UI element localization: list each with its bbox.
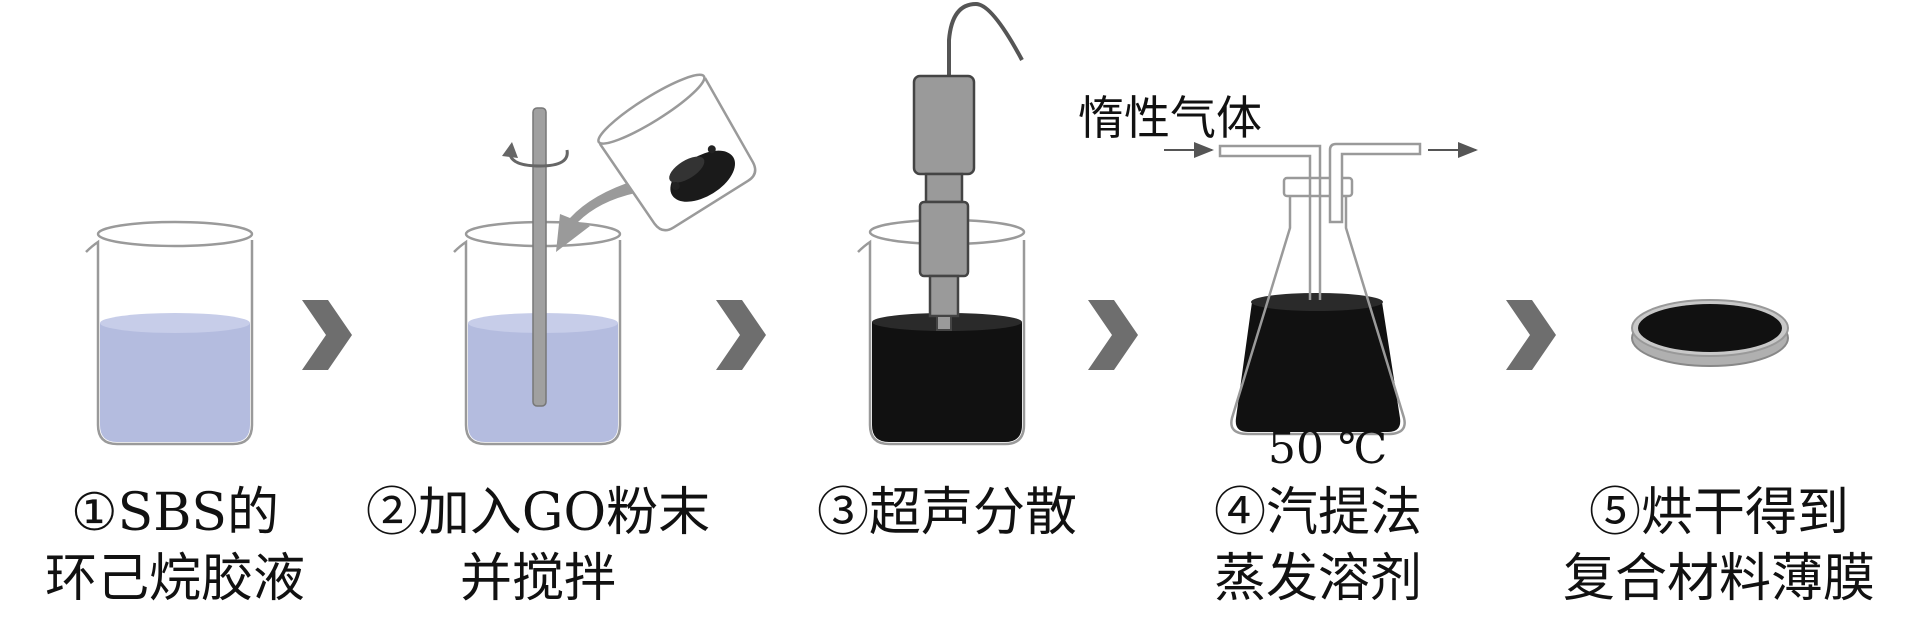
step5-label-line2: 复合材料薄膜 bbox=[1562, 549, 1875, 609]
step3-label: ③超声分散 bbox=[767, 480, 1127, 546]
chevron-right-icon bbox=[1506, 300, 1556, 370]
step5-label-line1: ⑤烘干得到 bbox=[1588, 483, 1849, 543]
step4-label-line2: 蒸发溶剂 bbox=[1213, 549, 1422, 609]
chevron-right-icon bbox=[716, 300, 766, 370]
ultrasonic-probe-icon bbox=[912, 1, 1024, 331]
powder-beaker-icon bbox=[597, 73, 757, 232]
step2-label-line2: 并搅拌 bbox=[459, 549, 616, 609]
step1-label-line2: 环己烷胶液 bbox=[44, 549, 305, 609]
step4-label-line1: ④汽提法 bbox=[1213, 483, 1422, 543]
step3-label-line1: ③超声分散 bbox=[816, 483, 1077, 543]
stirring-rod-icon bbox=[502, 107, 569, 407]
step1-beaker-icon bbox=[85, 220, 254, 446]
pour-arrow-icon bbox=[556, 180, 640, 252]
chevron-right-icon bbox=[1088, 300, 1138, 370]
step2-label: ②加入GO粉末 并搅拌 bbox=[358, 480, 718, 612]
step1-label: ①SBS的 环己烷胶液 bbox=[0, 480, 355, 612]
petri-dish-icon bbox=[1631, 299, 1789, 367]
step1-label-line1: ①SBS的 bbox=[70, 483, 280, 543]
inert-gas-label: 惰性气体 bbox=[1078, 91, 1262, 145]
step4-label: ④汽提法 蒸发溶剂 bbox=[1138, 480, 1498, 612]
temperature-label: 50 ℃ bbox=[1268, 423, 1388, 474]
chevron-right-icon bbox=[302, 300, 352, 370]
step5-label: ⑤烘干得到 复合材料薄膜 bbox=[1530, 480, 1908, 612]
erlenmeyer-flask-icon bbox=[1218, 142, 1422, 436]
step2-label-line1: ②加入GO粉末 bbox=[365, 483, 711, 543]
